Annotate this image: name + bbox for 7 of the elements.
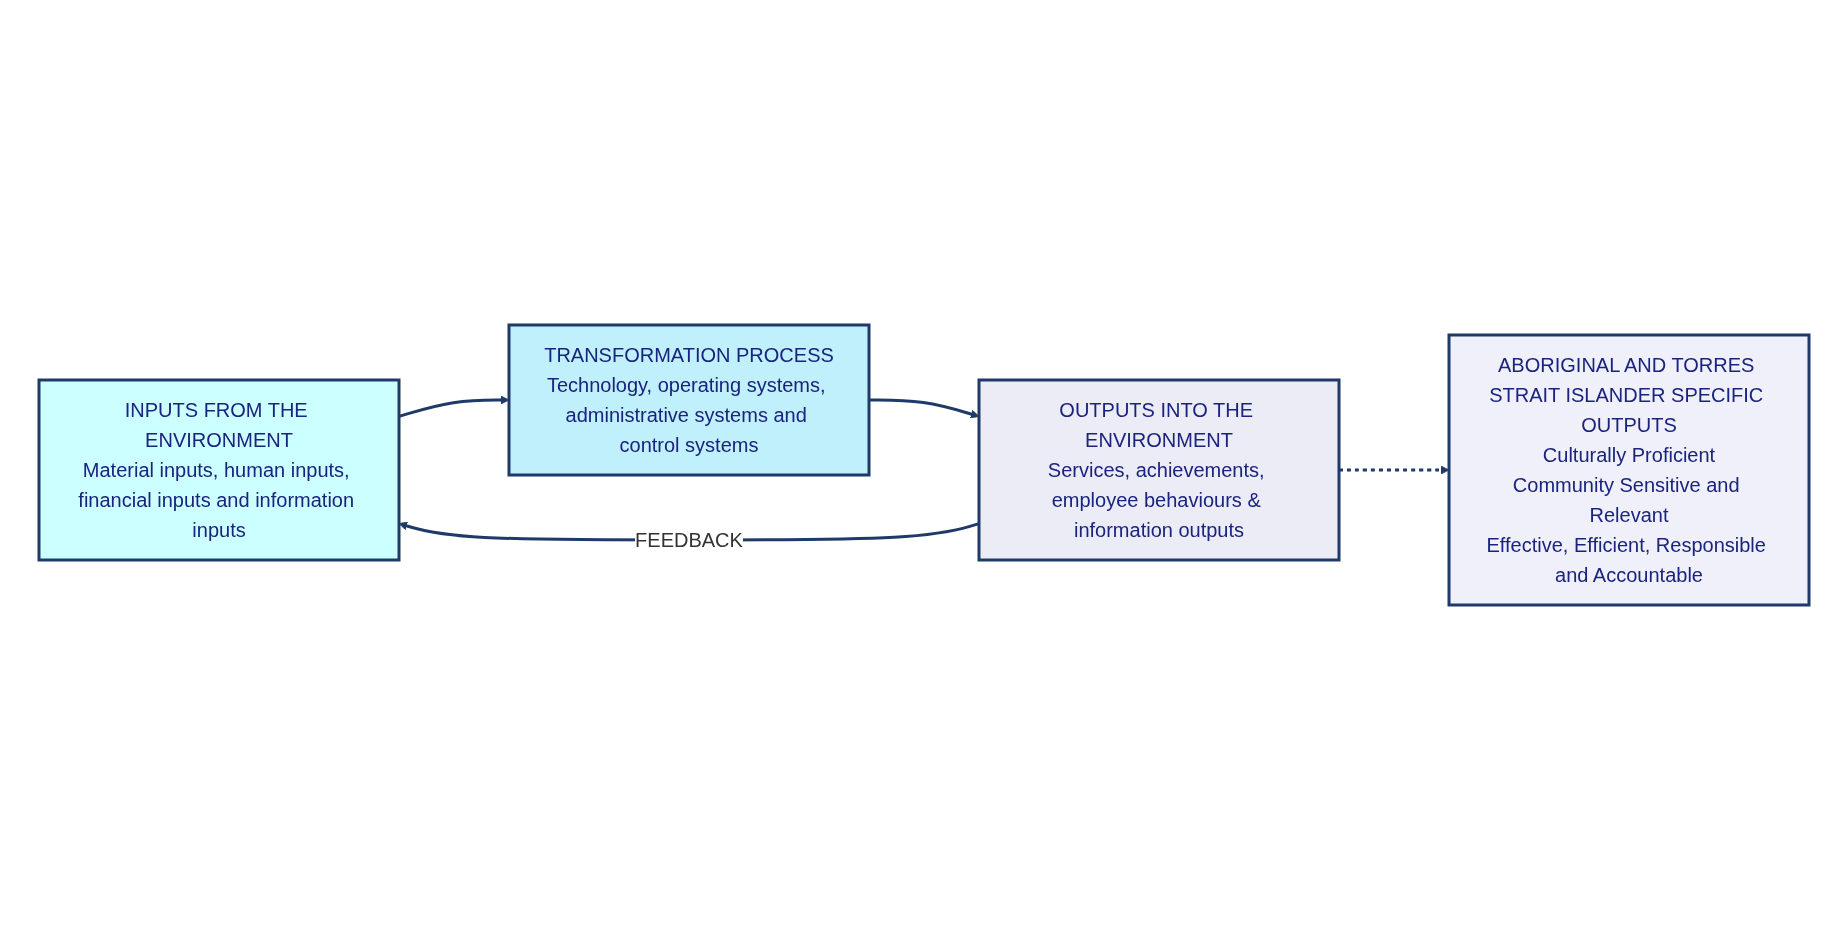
arrow [1339,465,1450,475]
node-box: OUTPUTS INTO THE ENVIRONMENT Services, achievements, employee behaviours & information outputs [977,378,1341,562]
edge-label: FEEDBACK [635,529,743,551]
arrow [869,398,980,419]
node-box: INPUTS FROM THE ENVIRONMENT Material inputs, human inputs, financial inputs and information inputs [37,378,401,562]
node-box: TRANSFORMATION PROCESS Technology, operating systems, administrative systems and control systems [507,323,871,477]
node-box: ABORIGINAL AND TORRES STRAIT ISLANDER SPECIFIC OUTPUTS Culturally Proficient Community Sensitive and Relevant Effective, Efficient, Responsible and Accountable [1447,333,1811,607]
